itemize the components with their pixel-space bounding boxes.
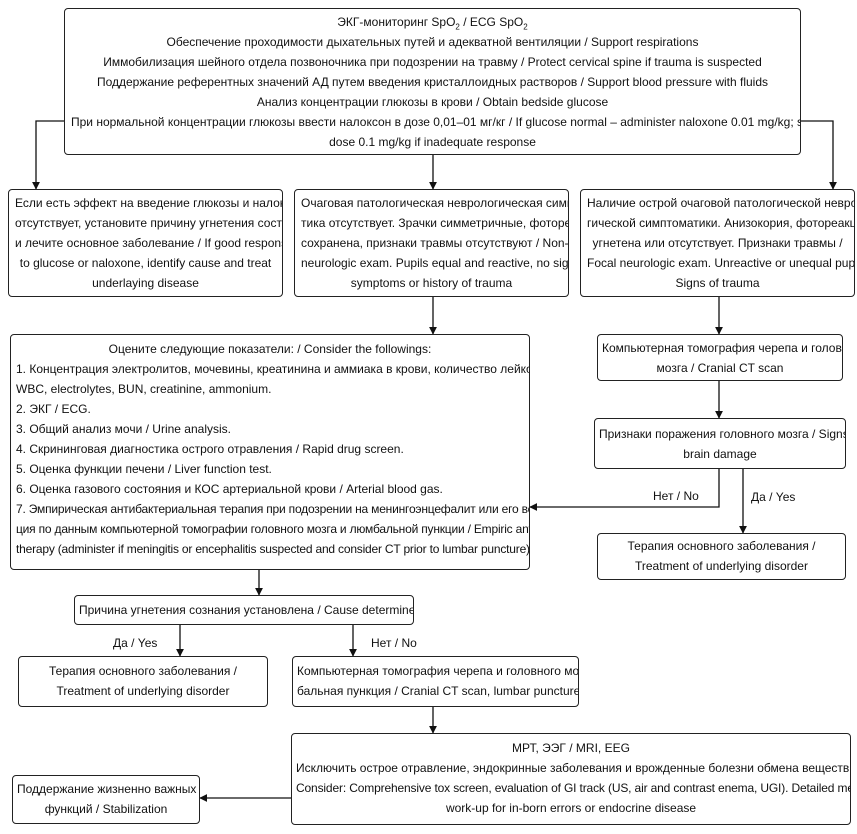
box-line: мозга / Cranial CT scan xyxy=(656,361,784,375)
consider-item-7-cont: ция по данным компьютерной томографии го… xyxy=(16,522,530,536)
therapy-underlying-box-left: Терапия основного заболевания / Treatmen… xyxy=(18,656,268,707)
cause-determined-box: Причина угнетения сознания установлена /… xyxy=(74,595,414,625)
consider-item-7-cont-2: therapy (administer if meningitis or enc… xyxy=(16,542,530,556)
blood-pressure-line: Поддержание референтных значений АД путе… xyxy=(96,75,769,89)
box-line: underlaying disease xyxy=(92,276,199,290)
consider-item-1-cont: WBC, electrolytes, BUN, creatinine, ammo… xyxy=(16,382,272,396)
good-response-box: Если есть эффект на введение глюкозы и н… xyxy=(8,189,283,297)
box-line: МРТ, ЭЭГ / MRI, EEG xyxy=(512,741,630,755)
airway-line: Обеспечение проходимости дыхательных пут… xyxy=(166,35,699,49)
consider-item-3: 3. Общий анализ мочи / Urine analysis. xyxy=(16,422,231,436)
box-line: Компьютерная томография черепа и головно… xyxy=(297,664,579,678)
box-line: отсутствует, установите причину угнетени… xyxy=(15,216,282,230)
consider-header: Оцените следующие показатели: / Consider… xyxy=(108,342,432,356)
consider-item-6: 6. Оценка газового состояния и КОС артер… xyxy=(16,482,443,496)
box-line: Исключить острое отравление, эндокринные… xyxy=(296,761,851,775)
box-line: и лечите основное заболевание / If good … xyxy=(15,236,283,250)
box-line: work-up for in-born errors or endocrine … xyxy=(445,801,697,815)
brain-damage-box: Признаки поражения головного мозга / Sig… xyxy=(594,418,846,469)
box-line: Наличие острой очаговой патологической н… xyxy=(587,196,855,210)
box-line: Если есть эффект на введение глюкозы и н… xyxy=(15,196,283,210)
edge-label-yes-cause: Да / Yes xyxy=(113,636,158,650)
box-line: сохранена, признаки травмы отсутствуют /… xyxy=(301,236,569,250)
cervical-spine-line: Иммобилизация шейного отдела позвоночник… xyxy=(103,55,762,69)
box-line: Признаки поражения головного мозга / Sig… xyxy=(599,427,846,441)
box-line: Treatment of underlying disorder xyxy=(56,684,230,698)
box-line: Причина угнетения сознания установлена /… xyxy=(79,603,414,617)
edge-label-no-cause: Нет / No xyxy=(371,636,417,650)
focal-exam-box: Наличие острой очаговой патологической н… xyxy=(580,189,855,297)
edge-label-yes-brain: Да / Yes xyxy=(751,490,796,504)
stabilization-box: Поддержание жизненно важных функций / St… xyxy=(12,775,200,824)
ecg-line: ЭКГ-мониторинг SpO2 / ECG SpO2 xyxy=(337,15,528,32)
box-line: symptoms or history of trauma xyxy=(350,276,513,290)
consider-item-5: 5. Оценка функции печени / Liver functio… xyxy=(16,462,272,476)
consider-item-2: 2. ЭКГ / ECG. xyxy=(16,402,91,416)
box-line: тика отсутствует. Зрачки симметричные, ф… xyxy=(301,216,568,230)
box-line: Treatment of underlying disorder xyxy=(635,559,808,573)
box-line: Focal neurologic exam. Unreactive or une… xyxy=(587,256,855,270)
box-line: Поддержание жизненно важных xyxy=(17,782,197,796)
box-line: функций / Stabilization xyxy=(44,802,168,816)
box-line: Компьютерная томография черепа и головно… xyxy=(602,341,843,355)
consider-item-4: 4. Скрининговая диагностика острого отра… xyxy=(16,442,404,456)
edge-label-no-brain: Нет / No xyxy=(653,489,699,503)
consider-followings-box: Оцените следующие показатели: / Consider… xyxy=(10,334,530,570)
ct-lumbar-puncture-box: Компьютерная томография черепа и головно… xyxy=(292,656,579,707)
naloxone-line-2: dose 0.1 mg/kg if inadequate response xyxy=(329,135,536,149)
box-line: neurologic exam. Pupils equal and reacti… xyxy=(301,256,569,270)
box-line: to glucose or naloxone, identify cause a… xyxy=(19,256,272,270)
box-line: угнетена или отсутствует. Признаки травм… xyxy=(592,236,843,250)
box-line: Очаговая патологическая неврологическая … xyxy=(301,196,568,210)
box-line: гической симптоматики. Анизокория, фотор… xyxy=(587,216,855,230)
edge-top-to-focal xyxy=(801,120,837,190)
therapy-underlying-box-right: Терапия основного заболевания / Treatmen… xyxy=(597,533,846,580)
box-line: бальная пункция / Cranial CT scan, lumba… xyxy=(297,684,579,698)
initial-management-box: ЭКГ-мониторинг SpO2 / ECG SpO2 Обеспечен… xyxy=(64,8,801,155)
box-line: brain damage xyxy=(683,447,757,461)
naloxone-line: При нормальной концентрации глюкозы ввес… xyxy=(71,115,801,129)
box-line: Signs of trauma xyxy=(675,276,760,290)
glucose-line: Анализ концентрации глюкозы в крови / Ob… xyxy=(256,95,609,109)
cranial-ct-box: Компьютерная томография черепа и головно… xyxy=(597,334,843,381)
consider-item-1: 1. Концентрация электролитов, мочевины, … xyxy=(16,362,530,376)
box-line: Терапия основного заболевания / xyxy=(627,539,816,553)
box-line: Consider: Comprehensive tox screen, eval… xyxy=(296,781,851,795)
edge-top-to-left-effect xyxy=(32,120,64,190)
consider-item-7: 7. Эмпирическая антибактериальная терапи… xyxy=(16,502,530,516)
edge-brain-damage-no-to-consider xyxy=(529,469,720,511)
mri-eeg-box: МРТ, ЭЭГ / MRI, EEG Исключить острое отр… xyxy=(291,733,851,825)
nonfocal-exam-box: Очаговая патологическая неврологическая … xyxy=(294,189,569,297)
box-line: Терапия основного заболевания / xyxy=(48,664,238,678)
